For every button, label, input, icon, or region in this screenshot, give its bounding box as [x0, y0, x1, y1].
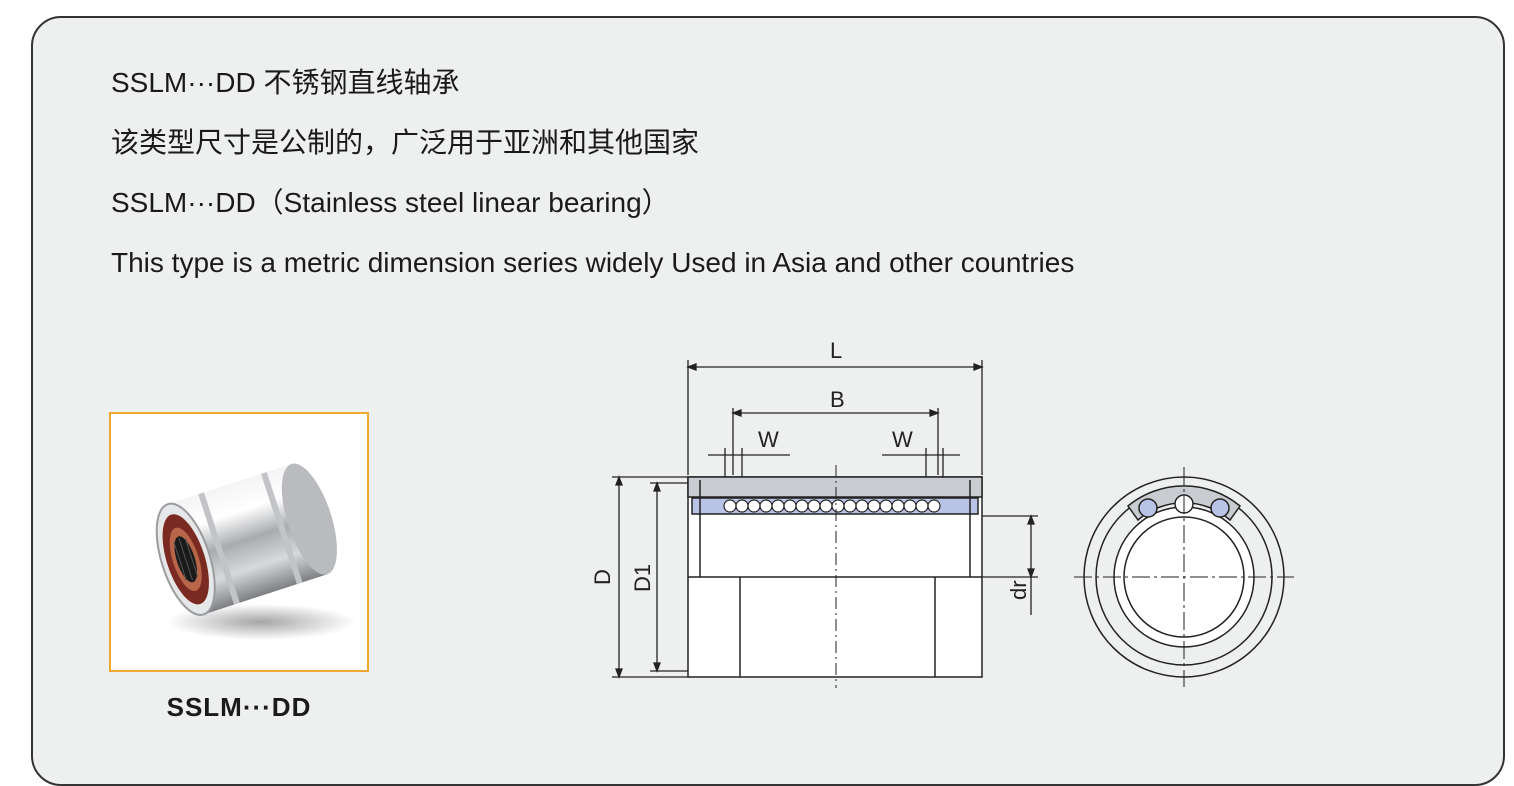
ball-bearing [771, 499, 785, 513]
ball-bearing [915, 499, 929, 513]
ball-bearing [807, 499, 821, 513]
description-english: This type is a metric dimension series w… [111, 247, 1075, 278]
title-english: SSLM···DD（Stainless steel linear bearing… [111, 187, 670, 218]
ball-bearing [735, 499, 749, 513]
ball-bearing [843, 499, 857, 513]
dimension-label-D: D [590, 569, 615, 585]
ball-bearing [927, 499, 941, 513]
ball-bearing [819, 499, 833, 513]
title-chinese: SSLM···DD 不锈钢直线轴承 [111, 67, 460, 98]
dimension-label-B: B [830, 387, 845, 412]
ball-bearing [723, 499, 737, 513]
ball-bearing [855, 499, 869, 513]
photo-caption: SSLM···DD [166, 692, 312, 722]
ball-bearing [879, 499, 893, 513]
ball-bearing [903, 499, 917, 513]
dimension-label-W-right: W [892, 427, 913, 452]
dimension-label-D1: D1 [630, 564, 655, 592]
ball-bearing [759, 499, 773, 513]
linear-bearing-photo [155, 463, 356, 640]
ball-bearing [867, 499, 881, 513]
ball-bearing [891, 499, 905, 513]
product-photo-frame [109, 412, 369, 672]
dimension-label-dr: dr [1006, 580, 1031, 600]
ball-bearing [783, 499, 797, 513]
ball-bearing [795, 499, 809, 513]
dimension-label-L: L [830, 338, 842, 363]
bearing-dimension-drawing: L B W W D D1 dr [590, 338, 1294, 688]
ball-bearing [747, 499, 761, 513]
ball-bearing [831, 499, 845, 513]
description-chinese: 该类型尺寸是公制的，广泛用于亚洲和其他国家 [111, 127, 700, 158]
dimension-label-W-left: W [758, 427, 779, 452]
